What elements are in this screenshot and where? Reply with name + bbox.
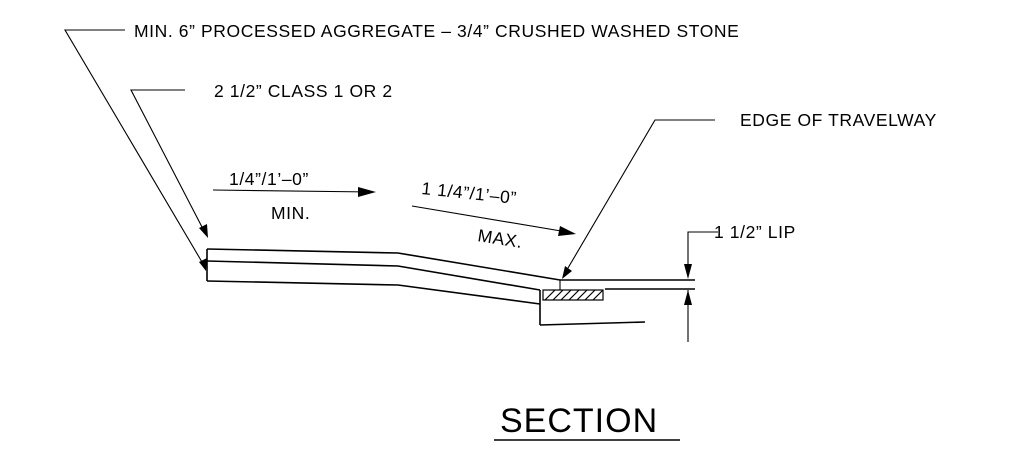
lip-arrow-up-icon (684, 290, 692, 305)
slope-min-arrow-icon (358, 187, 376, 197)
aggregate-label: MIN. 6” PROCESSED AGGREGATE – 3/4” CRUSH… (134, 21, 739, 41)
aggregate-arrow-icon (199, 258, 207, 271)
edge-label: EDGE OF TRAVELWAY (740, 110, 937, 130)
asphalt-top-surface (206, 248, 561, 281)
slope-min-arrow-line (212, 189, 373, 193)
section-title: SECTION (500, 402, 658, 440)
asphalt-leader: 2 1/2” CLASS 1 OR 2 (130, 81, 393, 238)
aggregate-leader-line (64, 29, 203, 263)
slope-min-callout: 1/4”/1’–0” MIN. (212, 169, 376, 223)
aggregate-leader: MIN. 6” PROCESSED AGGREGATE – 3/4” CRUSH… (64, 21, 739, 271)
lip-label: 1 1/2” LIP (714, 222, 796, 242)
slope-max-arrow-line (411, 205, 574, 234)
slope-max-note: MAX. (476, 225, 524, 252)
lip-hatch-block (542, 289, 604, 301)
travelway-pavement (539, 279, 695, 326)
asphalt-label: 2 1/2” CLASS 1 OR 2 (214, 81, 393, 101)
shoulder-profile (206, 248, 561, 305)
asphalt-bottom-surface (206, 260, 541, 291)
lip-hatch-lines (544, 289, 604, 301)
lip-dimension: 1 1/2” LIP (684, 222, 796, 342)
edge-arrow-icon (562, 266, 572, 279)
section-title-group: SECTION (494, 402, 680, 441)
slope-min-value: 1/4”/1’–0” (229, 169, 309, 189)
edge-leader-line (567, 119, 715, 269)
slope-max-arrow-icon (558, 226, 576, 236)
slope-max-value: 1 1/4”/1’–0” (421, 178, 518, 208)
lip-leader (687, 231, 718, 272)
edge-leader: EDGE OF TRAVELWAY (562, 110, 937, 279)
aggregate-bottom-surface (206, 280, 541, 305)
slope-max-callout: 1 1/4”/1’–0” MAX. (411, 178, 576, 252)
asphalt-leader-line (130, 89, 203, 228)
pavement-base-line (539, 321, 646, 326)
slope-min-note: MIN. (271, 203, 310, 223)
asphalt-arrow-icon (199, 224, 208, 238)
lip-arrow-down-icon (684, 264, 692, 279)
